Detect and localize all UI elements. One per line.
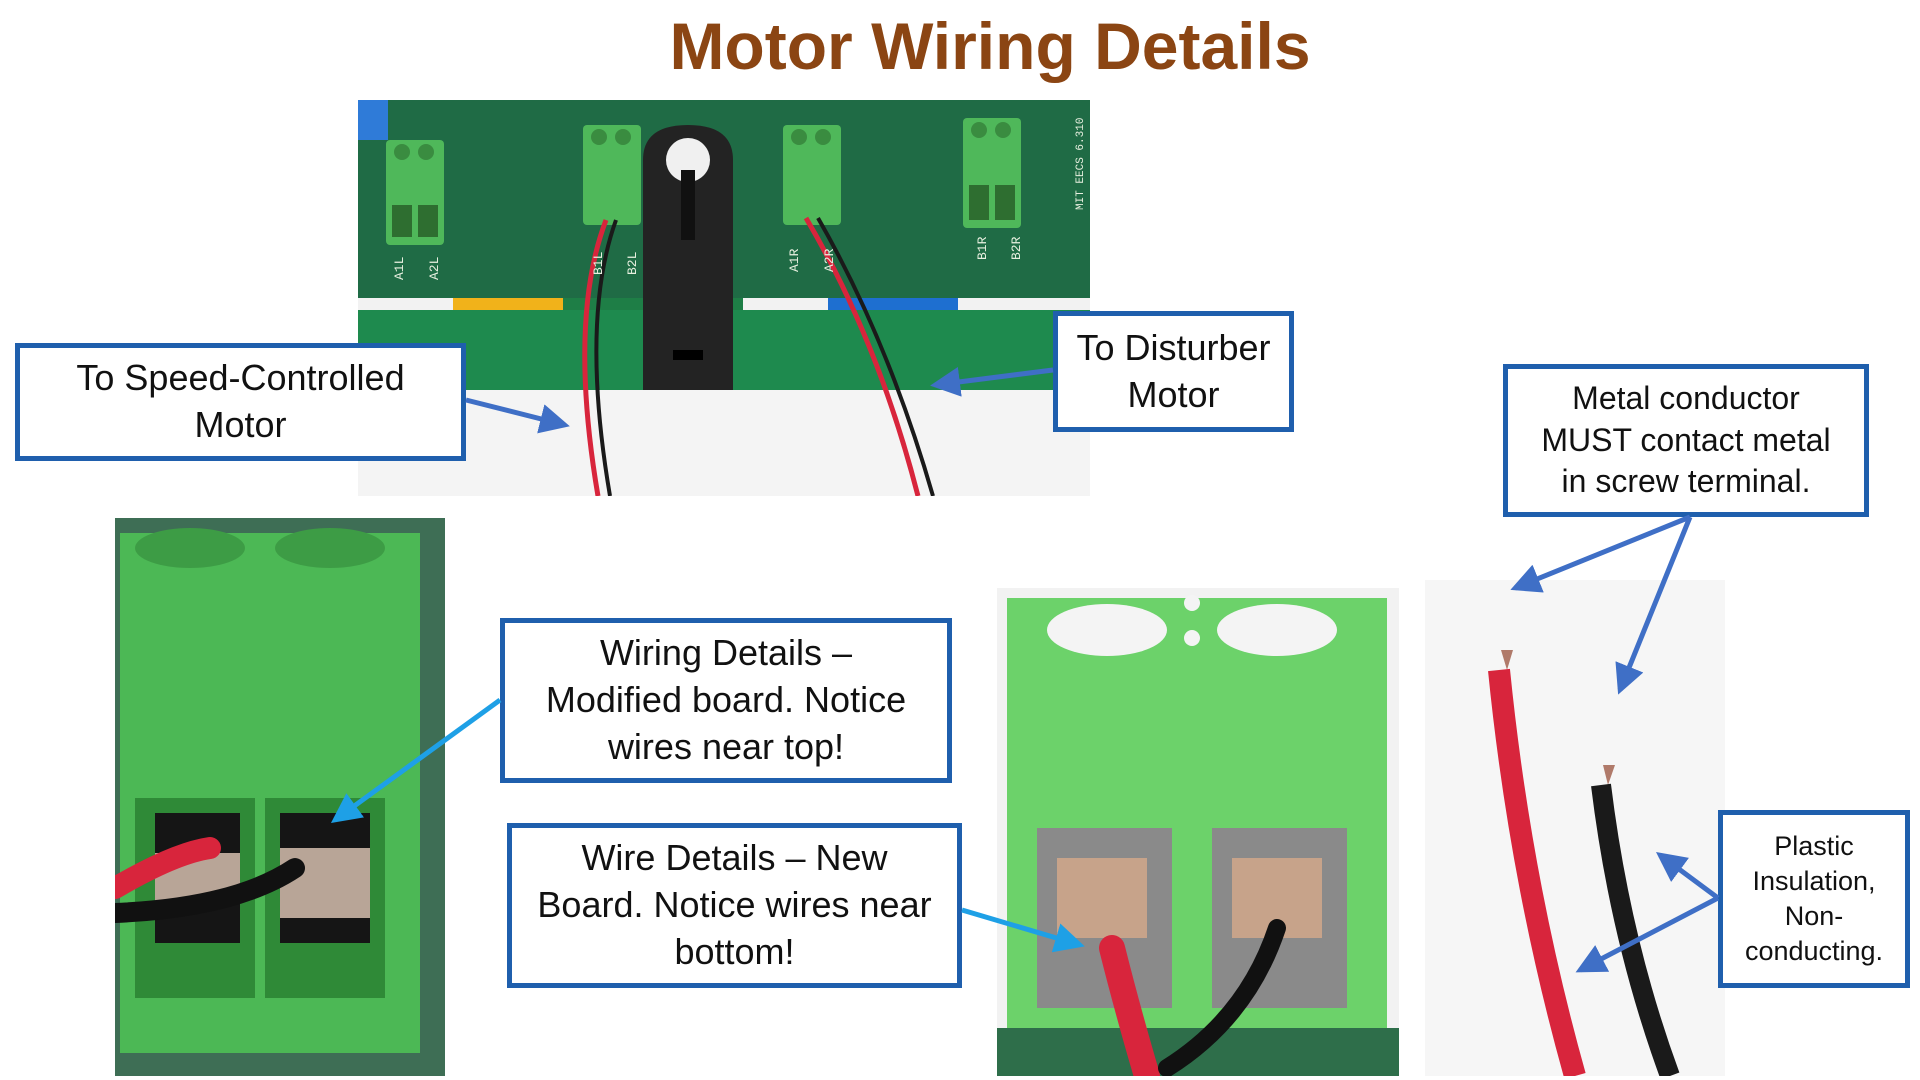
callout-line: Wiring Details – xyxy=(599,632,853,674)
callout-disturber-motor: To Disturber Motor xyxy=(1053,311,1294,432)
callout-metal-conductor: Metal conductor MUST contact metal in sc… xyxy=(1503,364,1869,517)
callout-line: Insulation, xyxy=(1752,865,1876,896)
label-a2r: A2R xyxy=(822,248,837,272)
label-a1l: A1L xyxy=(392,257,407,280)
callout-line: Non- xyxy=(1784,901,1844,931)
callout-line: To Disturber xyxy=(1076,326,1271,368)
terminal-a-left xyxy=(386,140,444,245)
callout-line: Motor xyxy=(194,404,287,445)
callout-plastic-insulation: Plastic Insulation, Non- conducting. xyxy=(1718,810,1910,988)
label-b2l: B2L xyxy=(625,252,640,275)
label-board-edge: MIT EECS 6.310 xyxy=(1075,118,1087,210)
callout-line: Plastic xyxy=(1774,830,1854,861)
callout-line: conducting. xyxy=(1744,936,1884,967)
callout-line: in screw terminal. xyxy=(1561,463,1811,500)
label-b1l: B1L xyxy=(591,252,606,275)
label-a2l: A2L xyxy=(427,257,442,280)
callout-modified-board: Wiring Details – Modified board. Notice … xyxy=(500,618,952,783)
modified-board-photo xyxy=(115,518,445,1076)
callout-line: Wire Details – New xyxy=(581,837,888,879)
callout-line: MUST contact metal xyxy=(1541,421,1831,458)
callout-line: bottom! xyxy=(674,930,795,972)
callout-line: Modified board. Notice xyxy=(545,679,907,721)
callout-line: To Speed-Controlled xyxy=(76,357,405,399)
label-b1r: B1R xyxy=(975,236,990,260)
callout-speed-controlled-motor: To Speed-Controlled Motor xyxy=(15,343,466,461)
board-photo: A1L A2L B1L B2L A1R A2R B1R B2R MIT EECS… xyxy=(358,100,1090,496)
terminal-b-right xyxy=(963,118,1021,228)
page-title: Motor Wiring Details xyxy=(669,9,1311,83)
callout-line: Board. Notice wires near xyxy=(537,884,932,926)
callout-line: wires near top! xyxy=(607,725,845,767)
terminal-b-left xyxy=(583,125,641,225)
callout-new-board: Wire Details – New Board. Notice wires n… xyxy=(507,823,962,988)
motor-mount xyxy=(643,125,733,390)
callout-line: Motor xyxy=(1127,373,1220,415)
arrow-metal-red xyxy=(1510,514,1691,593)
callout-line: Metal conductor xyxy=(1572,380,1800,417)
new-board-photo xyxy=(997,588,1399,1076)
wire-ends-photo xyxy=(1425,580,1725,1076)
label-b2r: B2R xyxy=(1009,236,1024,260)
label-a1r: A1R xyxy=(787,248,802,272)
terminal-a-right xyxy=(783,125,841,225)
